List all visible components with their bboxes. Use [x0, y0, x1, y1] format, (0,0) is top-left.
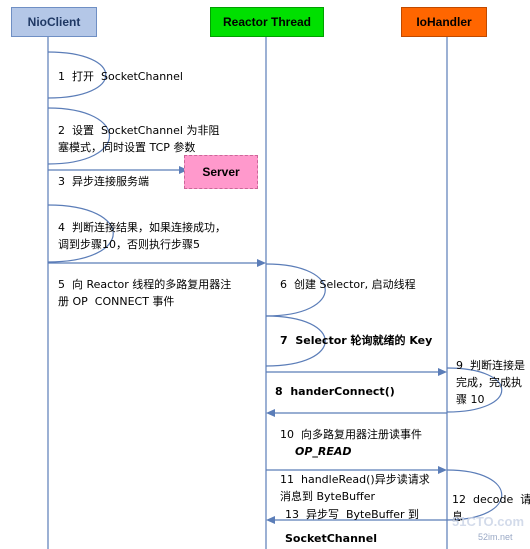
io-handler-box: IoHandler [401, 7, 487, 37]
step-11-label-line1: 11 handleRead()异步读请求 [280, 473, 430, 486]
reactor-thread-label: Reactor Thread [222, 15, 312, 29]
nio-client-box: NioClient [11, 7, 97, 37]
step-5-label-line2: 册 OP CONNECT 事件 [58, 295, 175, 308]
step-11-label-line2: 消息到 ByteBuffer [280, 490, 376, 503]
step-10-label-line1: 10 向多路复用器注册读事件 [280, 428, 422, 441]
step-9-label-line3: 骤 10 [456, 393, 485, 406]
step-2-label-line1: 2 设置 SocketChannel 为非阻 [58, 124, 220, 137]
io-handler-label: IoHandler [416, 15, 472, 29]
step-10-label-line2: OP_READ [295, 445, 352, 458]
step-4-label-line2: 调到步骤10，否则执行步骤5 [58, 238, 200, 251]
step-7-label: 7 Selector 轮询就绪的 Key [280, 334, 433, 347]
self-loop-step1 [47, 51, 107, 99]
self-loop-step6 [265, 263, 326, 317]
self-loop-step7 [265, 315, 326, 367]
arrow-step3 [48, 166, 188, 174]
step-13-label-line1: 13 异步写 ByteBuffer 到 [285, 508, 420, 521]
server-box: Server [184, 155, 258, 189]
step-12-label-line1: 12 decode 请 [452, 493, 530, 506]
arrow-step11 [266, 466, 447, 474]
step-5-label-line1: 5 向 Reactor 线程的多路复用器注 [58, 278, 232, 291]
watermark-url: 52im.net [478, 532, 513, 542]
self-loop-step9 [446, 367, 503, 413]
step-3-label: 3 异步连接服务端 [58, 175, 149, 188]
arrow-to-io-handler [266, 368, 447, 376]
nio-client-label: NioClient [27, 15, 81, 29]
step-13-label-line2: SocketChannel [285, 532, 377, 545]
step-9-label-line1: 9 判断连接是 [456, 359, 525, 372]
step-6-label: 6 创建 Selector, 启动线程 [280, 278, 416, 291]
watermark-logo: 51CTO.com [452, 514, 525, 529]
server-label: Server [202, 165, 240, 179]
reactor-thread-box: Reactor Thread [210, 7, 324, 37]
step-12-label-line2: 息 [452, 510, 463, 523]
step-4-label-line1: 4 判断连接结果，如果连接成功， [58, 221, 226, 234]
self-loop-step12 [446, 469, 503, 521]
step-8-label: 8 handerConnect() [275, 385, 395, 398]
arrow-step8 [266, 409, 447, 417]
arrow-step13 [266, 516, 447, 524]
self-loop-step2 [47, 107, 110, 165]
step-9-label-line2: 完成，完成执 [456, 376, 522, 389]
self-loop-step4 [47, 204, 114, 263]
step-2-label-line2: 塞模式，同时设置 TCP 参数 [58, 141, 196, 154]
arrow-step5 [48, 259, 266, 267]
step-1-label: 1 打开 SocketChannel [58, 70, 183, 83]
